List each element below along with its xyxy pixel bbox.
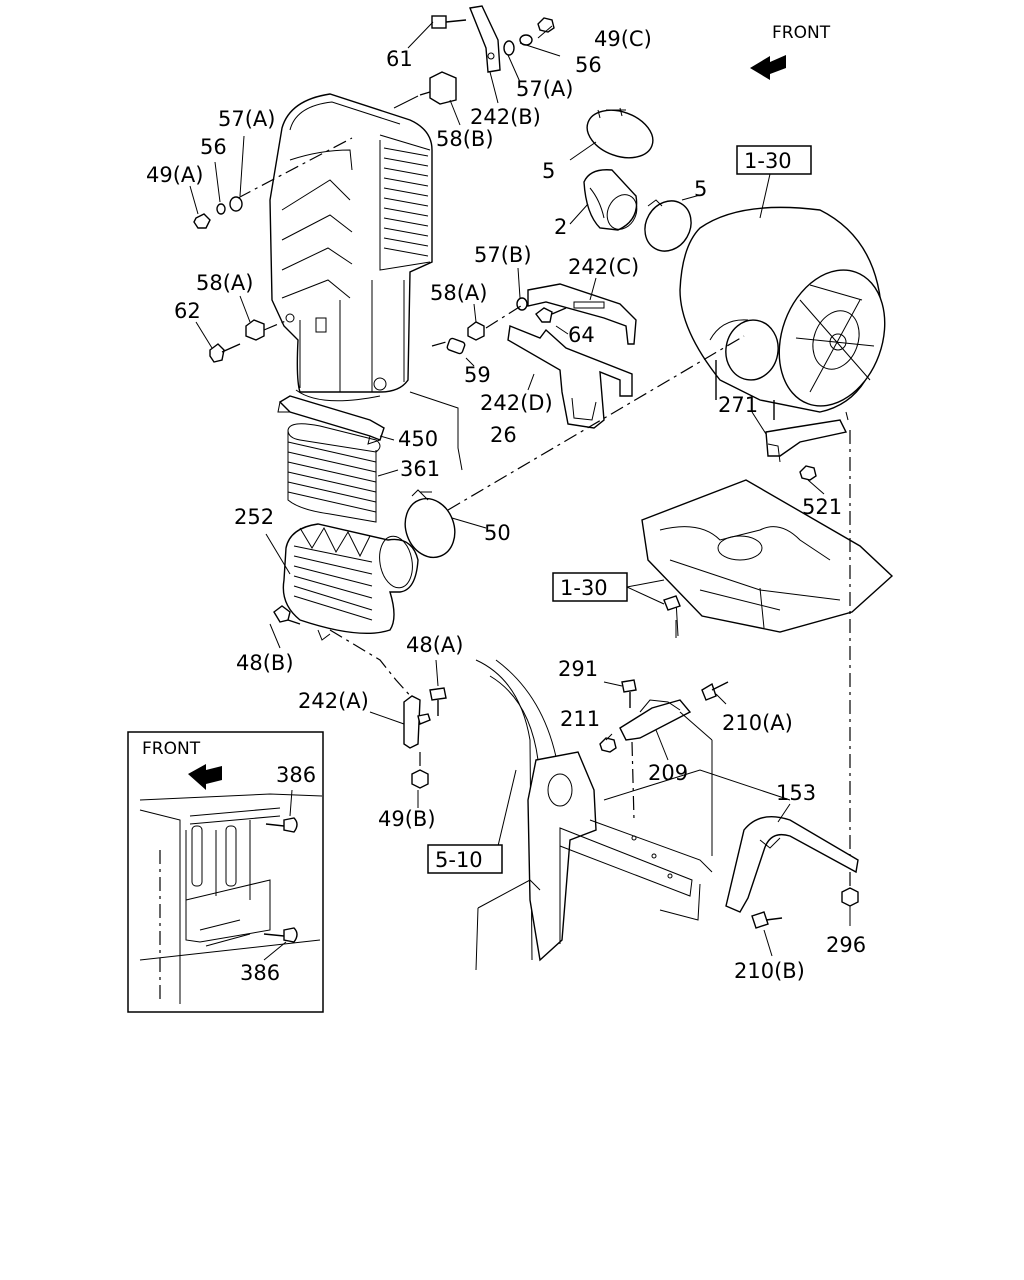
label-62: 62 (174, 299, 201, 323)
label-252: 252 (234, 505, 274, 529)
label-57a-left: 57(A) (218, 107, 275, 131)
label-242a: 242(A) (298, 689, 369, 713)
label-56-left: 56 (200, 135, 227, 159)
left-hardware (189, 135, 353, 229)
top-bracket-group (393, 5, 561, 126)
label-210b: 210(B) (734, 959, 805, 983)
cover-plate (641, 411, 894, 638)
label-61: 61 (386, 47, 413, 71)
ref-1-30-mid: 1-30 (560, 576, 608, 600)
front-label: FRONT (772, 23, 831, 43)
label-361: 361 (400, 457, 440, 481)
label-242b: 242(B) (470, 105, 541, 129)
inset-panel: FRONT (127, 731, 324, 1013)
label-271: 271 (718, 393, 758, 417)
label-48b: 48(B) (236, 651, 294, 675)
ref-1-30-top: 1-30 (744, 149, 792, 173)
label-2: 2 (554, 215, 567, 239)
label-296: 296 (826, 933, 866, 957)
label-386-top: 386 (276, 763, 316, 787)
bracket-209 (599, 679, 729, 856)
label-58a-left: 58(A) (196, 271, 253, 295)
label-521: 521 (802, 495, 842, 519)
label-26: 26 (490, 423, 517, 447)
label-57a-top: 57(A) (516, 77, 573, 101)
part-labels: 61 49(C) 56 57(A) 242(B) 58(B) 57(A) 56 … (146, 27, 866, 985)
label-153: 153 (776, 781, 816, 805)
label-49c: 49(C) (594, 27, 652, 51)
label-5-left: 5 (542, 159, 555, 183)
label-56-top: 56 (575, 53, 602, 77)
bracket-153 (725, 803, 859, 957)
air-cleaner (679, 206, 886, 420)
intake-duct (269, 93, 433, 402)
label-58a-mid: 58(A) (430, 281, 487, 305)
inlet-housing (265, 523, 419, 649)
left-mount (195, 295, 289, 363)
label-291: 291 (558, 657, 598, 681)
label-242c: 242(C) (568, 255, 639, 279)
front-arrow-icon (750, 55, 786, 80)
label-48a: 48(A) (406, 633, 463, 657)
label-49b: 49(B) (378, 807, 436, 831)
label-450: 450 (398, 427, 438, 451)
label-209: 209 (648, 761, 688, 785)
clamp-50 (404, 489, 487, 559)
mid-brackets (431, 267, 637, 429)
label-50: 50 (484, 521, 511, 545)
inset-front-label: FRONT (142, 739, 201, 759)
ref-box-2: 1-30 (552, 572, 665, 605)
label-49a: 49(A) (146, 163, 203, 187)
label-58b: 58(B) (436, 127, 494, 151)
ref-box-1: 1-30 (736, 145, 812, 219)
inset-front-arrow-icon (188, 764, 222, 790)
label-386-bottom: 386 (240, 961, 280, 985)
label-5-right: 5 (694, 177, 707, 201)
hose-and-clamps (569, 107, 701, 252)
label-242d: 242(D) (480, 391, 553, 415)
ref-5-10: 5-10 (435, 848, 483, 872)
centerline-2 (329, 629, 415, 701)
bracket-242a (369, 659, 447, 808)
label-59: 59 (464, 363, 491, 387)
label-57b: 57(B) (474, 243, 532, 267)
front-indicator: FRONT (750, 23, 831, 80)
label-210a: 210(A) (722, 711, 793, 735)
label-211: 211 (560, 707, 600, 731)
frame-rail (475, 659, 791, 971)
lower-hose (277, 391, 463, 523)
ref-box-3: 5-10 (427, 844, 503, 874)
label-64: 64 (568, 323, 595, 347)
centerline-1 (447, 335, 745, 511)
